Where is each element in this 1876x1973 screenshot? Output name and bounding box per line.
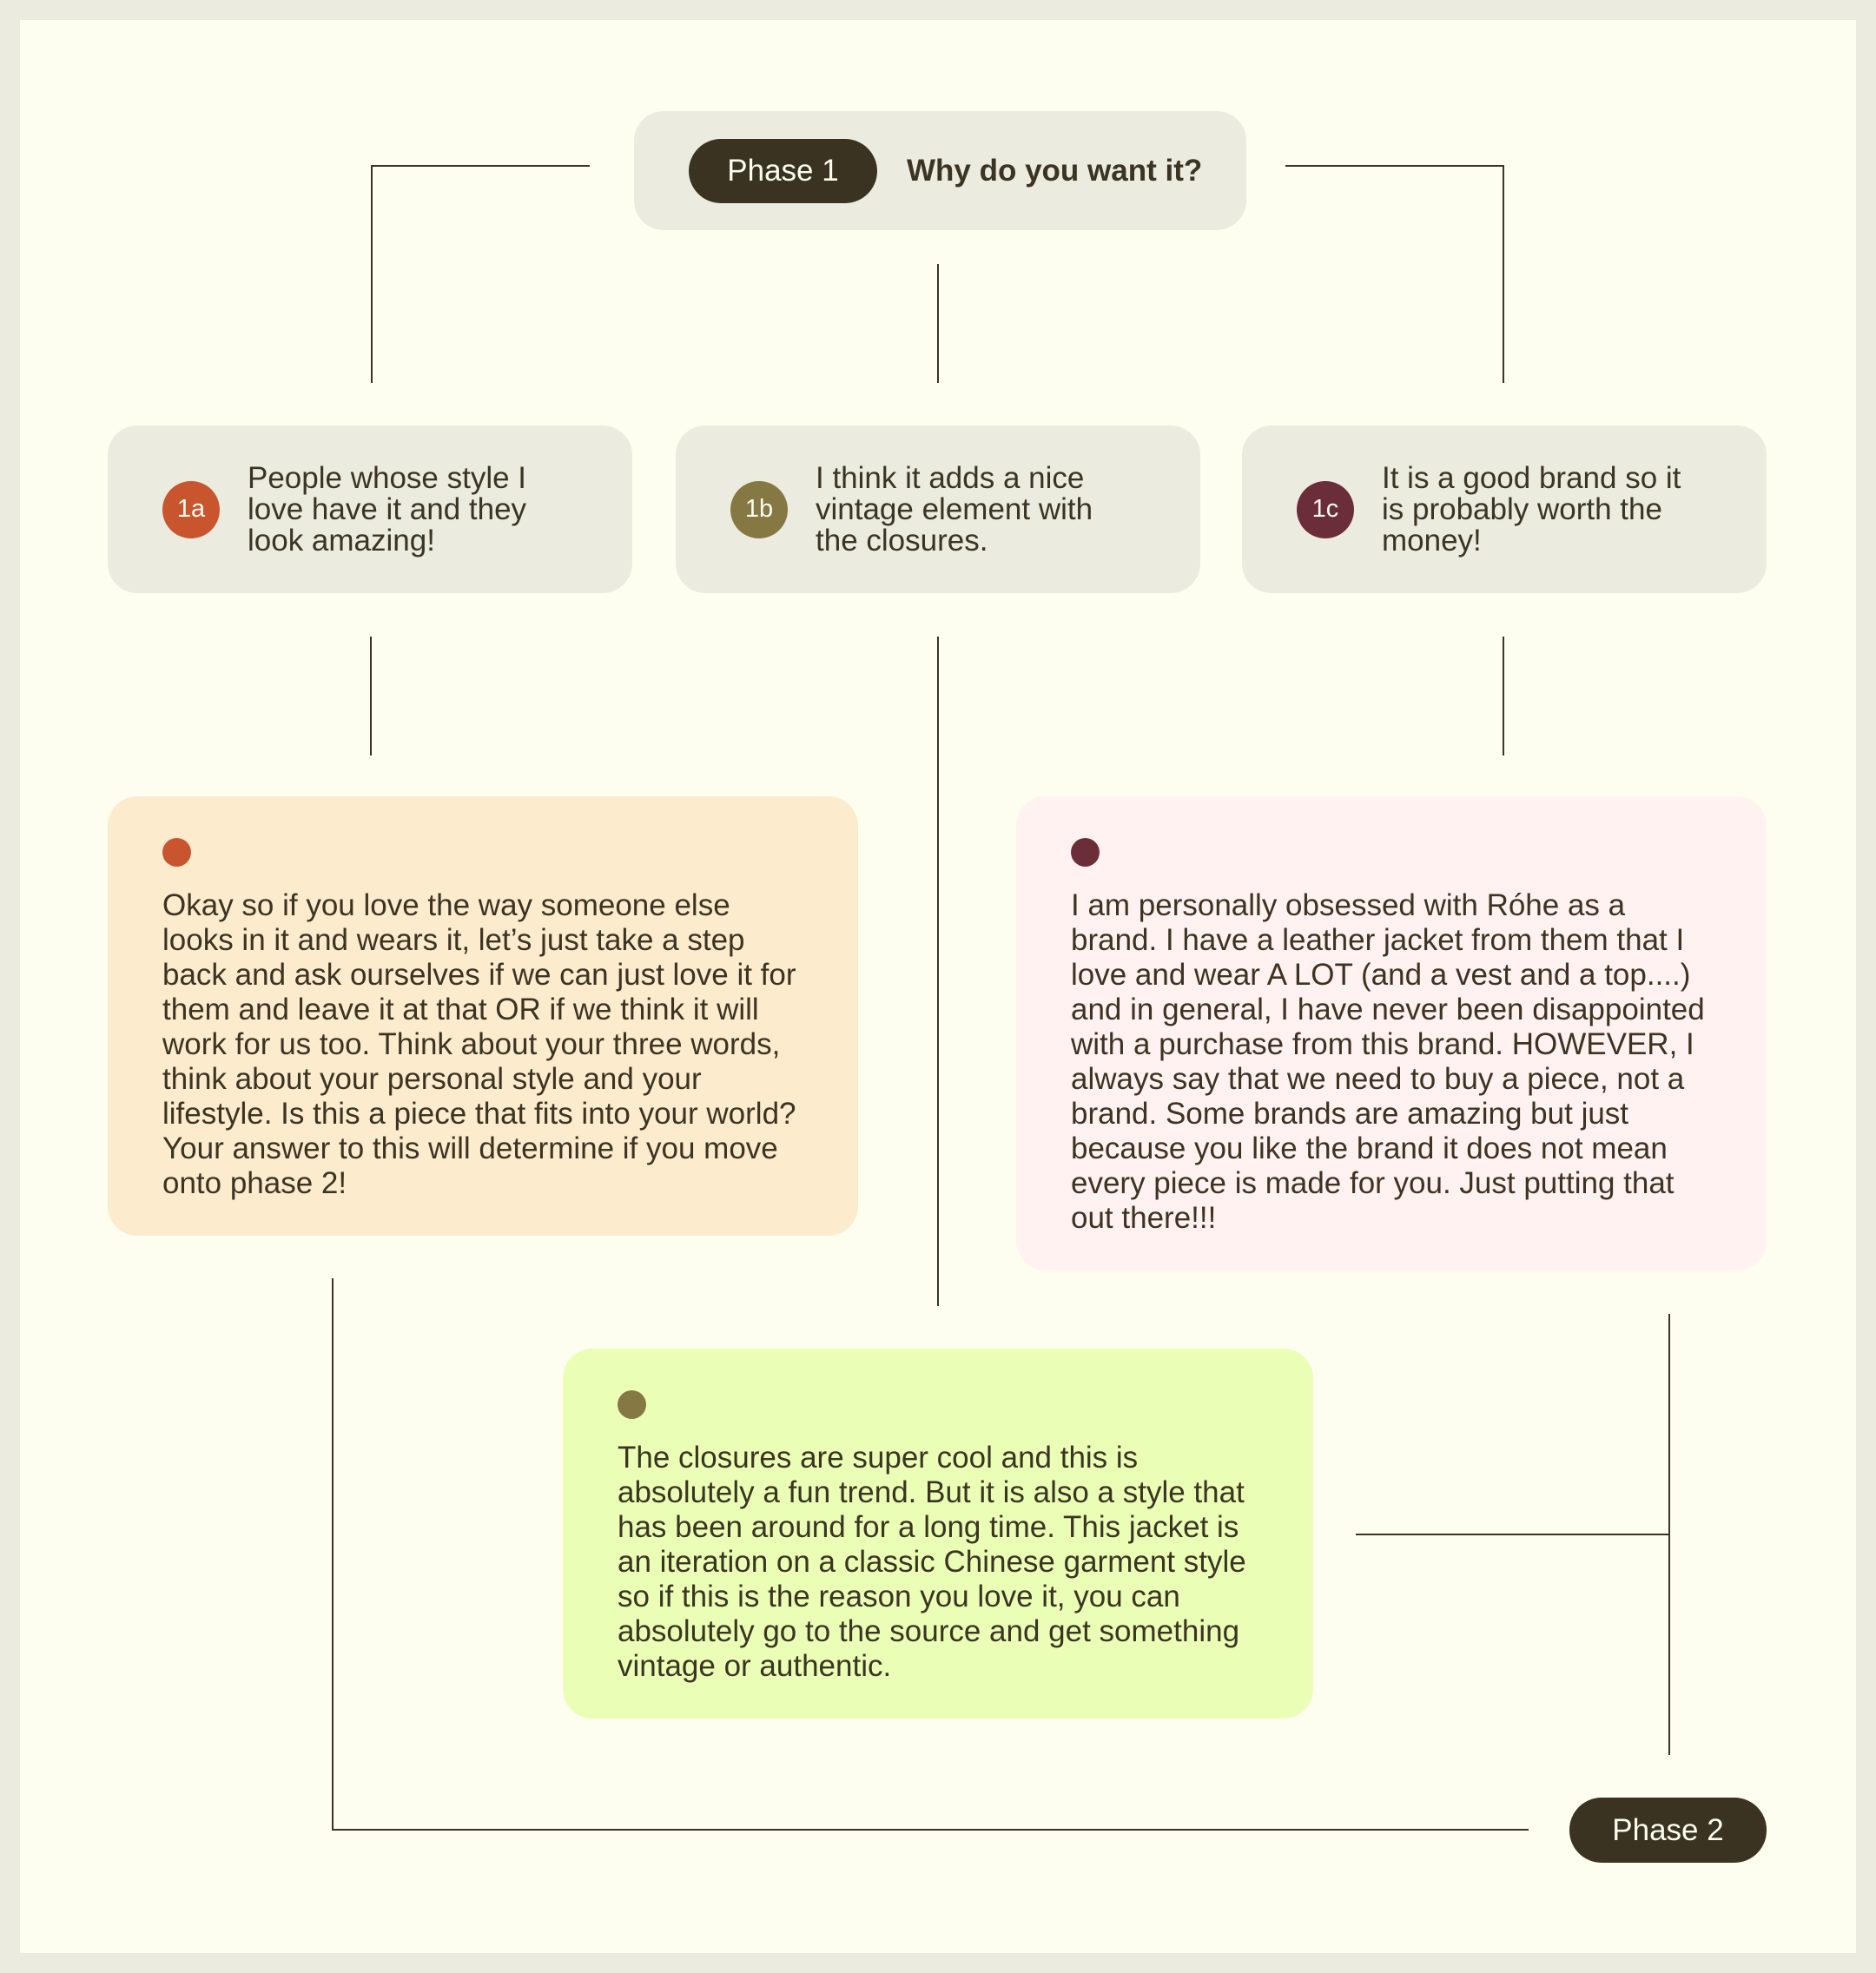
option-1c-text: It is a good brand so it is probably wor… [1382,460,1681,558]
option-1a: 1a People whose style I love have it and… [108,426,632,593]
connector-phase1-to-1c [1285,165,1504,383]
answer-1c-card: I am personally obsessed with Róhe as a … [1016,796,1767,1270]
phase1-label: Phase 1 [727,154,839,188]
connector-phase1-to-1a [371,165,590,383]
answer-1a-card: Okay so if you love the way someone else… [108,796,858,1236]
badge-1a: 1a [162,480,220,538]
answer-1b-text: The closures are super cool and this is … [618,1441,1246,1683]
option-1b-text: I think it adds a nice vintage element w… [816,460,1093,558]
phase1-pill: Phase 1 [689,138,877,203]
badge-1b: 1b [730,480,788,538]
phase1-header: Phase 1 Why do you want it? [634,111,1246,230]
phase2-pill: Phase 2 [1569,1798,1767,1863]
answer-1c-text: I am personally obsessed with Róhe as a … [1071,888,1705,1235]
phase2-label: Phase 2 [1612,1813,1724,1847]
answer-1a-dot [162,838,191,867]
option-1b: 1b I think it adds a nice vintage elemen… [676,426,1200,593]
answer-1b-card: The closures are super cool and this is … [563,1349,1313,1719]
answer-1c-dot [1071,838,1100,867]
answer-1a-text: Okay so if you love the way someone else… [162,888,796,1200]
option-1c: 1c It is a good brand so it is probably … [1242,426,1767,593]
phase1-question: Why do you want it? [907,153,1203,188]
badge-1c: 1c [1297,480,1354,538]
answer-1b-dot [618,1390,646,1419]
option-1a-text: People whose style I love have it and th… [248,460,527,558]
diagram-canvas: Phase 1 Why do you want it? 1a People wh… [20,20,1856,1953]
